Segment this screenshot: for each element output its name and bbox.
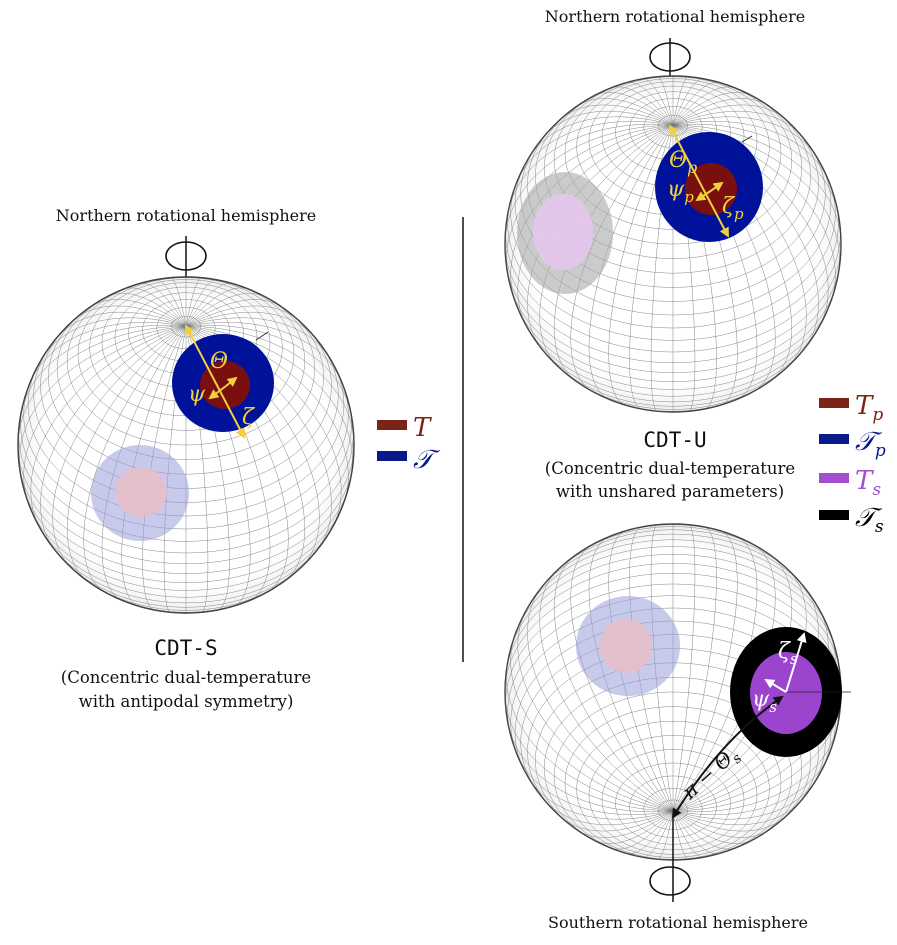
left-desc-line2: with antipodal symmetry) <box>79 692 294 711</box>
legend-label-calT: 𝒯 <box>413 445 441 475</box>
legend-swatch-Ts <box>819 473 849 483</box>
legend-label-Ts: Ts <box>855 466 881 500</box>
legend-label-calTp: 𝒯p <box>855 427 886 461</box>
right-top-psi-arrow <box>695 189 713 202</box>
left-desc-line1: (Concentric dual-temperature <box>61 668 311 687</box>
right-bottom-globe-panel: ζs ψs π − Θs Southern rotational hemisph… <box>504 523 851 932</box>
left-rotation-ellipse <box>165 241 207 271</box>
left-tick <box>255 331 269 341</box>
right-top-hemisphere-caption: Northern rotational hemisphere <box>545 7 805 26</box>
legend-swatch-calTs <box>819 510 849 520</box>
left-zeta-arrow <box>185 324 245 439</box>
right-top-rotation-ellipse <box>649 42 691 72</box>
legend-label-Tp: Tp <box>855 391 883 425</box>
right-bottom-rotation-ellipse <box>649 866 691 896</box>
right-bottom-hemisphere-caption: Southern rotational hemisphere <box>548 913 808 932</box>
legend-swatch-Tp <box>819 398 849 408</box>
right-bottom-zeta-label: ζs <box>778 639 798 668</box>
legend-label-T: T <box>413 413 432 443</box>
left-globe-panel: Northern rotational hemisphere Θ ψ ζ CDT… <box>17 206 355 711</box>
right-top-globe-panel: Northern rotational hemisphere Θp ψp ζp … <box>504 7 842 501</box>
left-theta-label: Θ <box>210 349 228 374</box>
left-hemisphere-caption: Northern rotational hemisphere <box>56 206 316 225</box>
right-top-psi-label: ψp <box>667 177 694 206</box>
right-bottom-ghost-inner-spot <box>600 619 652 673</box>
right-bottom-psi-arrow <box>764 678 787 693</box>
left-legend: T 𝒯 <box>377 413 441 475</box>
legend-swatch-calTp <box>819 434 849 444</box>
right-top-tick <box>741 135 753 143</box>
left-psi-arrow <box>208 385 227 400</box>
left-model-name: CDT-S <box>154 636 217 660</box>
right-top-zeta-label: ζp <box>722 194 744 223</box>
left-zeta-label: ζ <box>242 405 256 430</box>
right-top-psi-arrow-2 <box>711 181 724 192</box>
right-model-name: CDT-U <box>643 428 706 452</box>
right-top-zeta-arrow <box>669 124 729 238</box>
left-psi-arrow-2 <box>225 376 238 387</box>
right-top-ghost-inner-spot <box>533 194 593 270</box>
legend-label-calTs: 𝒯s <box>855 503 884 537</box>
right-desc-line1: (Concentric dual-temperature <box>545 459 795 478</box>
right-desc-line2: with unshared parameters) <box>556 482 784 501</box>
left-ghost-inner-spot <box>115 467 167 517</box>
right-bottom-pi-theta-arrow <box>671 695 784 819</box>
right-legend: Tp 𝒯p Ts 𝒯s <box>819 391 886 537</box>
legend-swatch-T <box>377 420 407 430</box>
legend-swatch-calT <box>377 451 407 461</box>
right-top-theta-label: Θp <box>669 148 697 177</box>
left-sphere <box>17 276 355 614</box>
right-bottom-zeta-arrow <box>785 632 807 693</box>
right-bottom-psi-label: ψs <box>752 687 777 716</box>
left-psi-label: ψ <box>188 382 206 407</box>
